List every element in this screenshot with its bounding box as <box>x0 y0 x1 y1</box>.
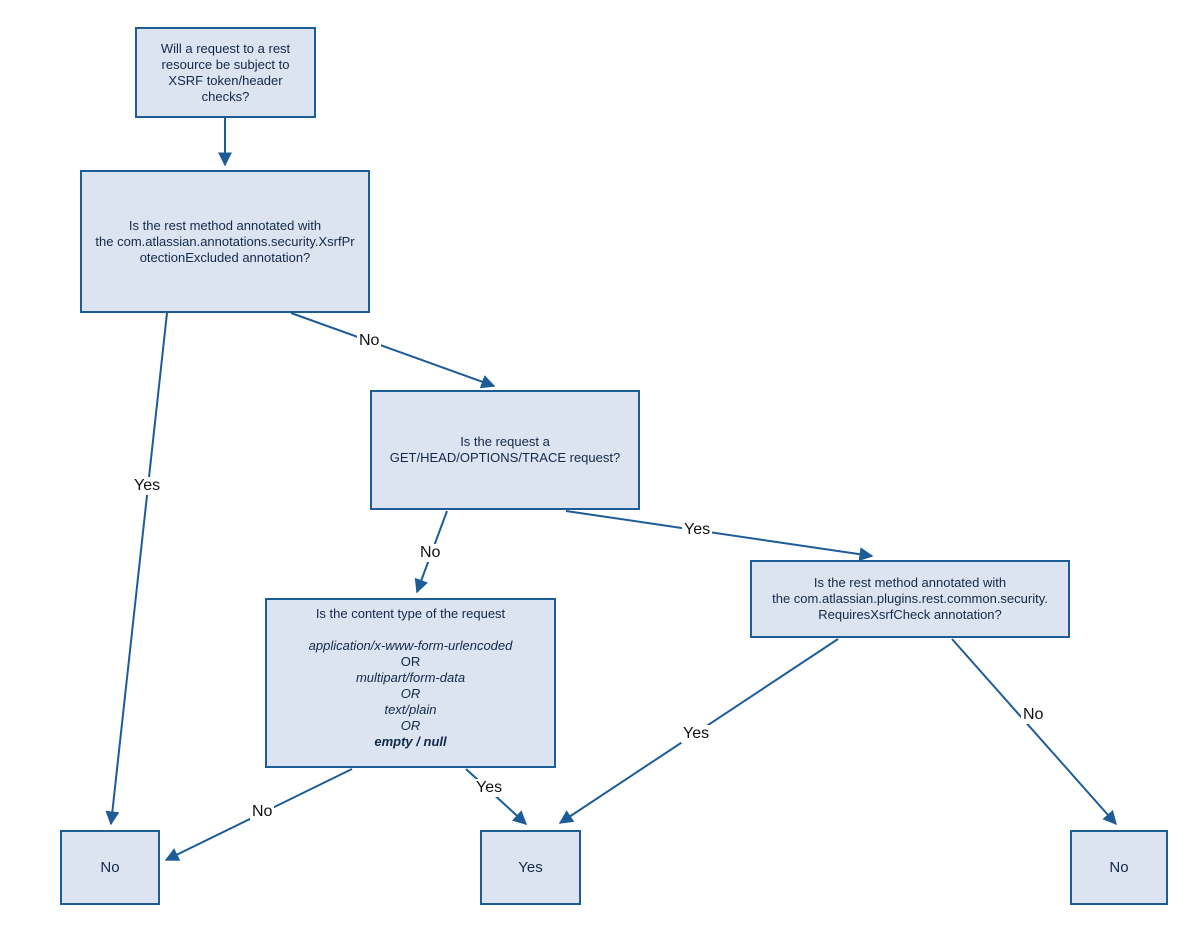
terminal-yes: Yes <box>480 830 581 905</box>
node-requires-xsrf-check-line: the com.atlassian.plugins.rest.common.se… <box>772 591 1048 606</box>
edge-label-excluded-no: No <box>357 332 382 350</box>
node-start-line: checks? <box>201 88 250 104</box>
content-type-option: empty / null <box>374 734 447 749</box>
edge-label-requires-no: No <box>1021 706 1046 724</box>
node-xsrf-protection-excluded-line: the com.atlassian.annotations.security.X… <box>95 233 355 249</box>
terminal-no-left: No <box>60 830 160 905</box>
node-requires-xsrf-check: Is the rest method annotated with the co… <box>750 560 1070 638</box>
content-type-or: OR <box>400 686 421 701</box>
node-request-method: Is the request a GET/HEAD/OPTIONS/TRACE … <box>370 390 640 510</box>
content-type-option: text/plain <box>384 702 437 717</box>
node-requires-xsrf-check-line: Is the rest method annotated with <box>813 575 1007 590</box>
node-xsrf-protection-excluded-line: otectionExcluded annotation? <box>139 249 311 265</box>
node-requires-xsrf-check-line: RequiresXsrfCheck annotation? <box>818 607 1002 622</box>
content-type-option: application/x-www-form-urlencoded <box>308 638 513 653</box>
edge-excluded-to-no-left <box>105 312 168 826</box>
terminal-no-left-label: No <box>100 858 120 876</box>
content-type-or: OR <box>400 718 421 733</box>
node-content-type-options: application/x-www-form-urlencoded OR mul… <box>309 638 513 750</box>
node-start-line: resource be subject to <box>161 56 290 72</box>
terminal-yes-label: Yes <box>518 858 543 876</box>
node-content-type: Is the content type of the request appli… <box>265 598 556 768</box>
node-xsrf-protection-excluded: Is the rest method annotated with the co… <box>80 170 370 313</box>
edge-label-method-no: No <box>418 544 443 562</box>
node-request-method-line: Is the request a <box>460 434 550 449</box>
node-xsrf-protection-excluded-line: Is the rest method annotated with <box>128 217 322 233</box>
node-start-line: XSRF token/header <box>168 72 283 88</box>
node-start-question: Will a request to a rest resource be sub… <box>135 27 316 118</box>
node-content-type-title: Is the content type of the request <box>315 606 506 621</box>
edge-excluded-to-method <box>290 312 496 389</box>
edge-label-requires-yes: Yes <box>681 725 712 743</box>
terminal-no-right-label: No <box>1109 858 1129 876</box>
node-start-line: Will a request to a rest <box>160 40 291 56</box>
content-type-option: multipart/form-data <box>355 670 466 685</box>
edge-label-content-no: No <box>250 803 275 821</box>
node-request-method-line: GET/HEAD/OPTIONS/TRACE request? <box>389 450 621 465</box>
edge-requires-to-no-right <box>951 638 1117 826</box>
terminal-no-right: No <box>1070 830 1168 905</box>
content-type-or: OR <box>400 654 421 669</box>
edge-label-excluded-yes: Yes <box>132 477 163 495</box>
edge-method-to-requires <box>565 510 874 562</box>
edge-label-method-yes: Yes <box>682 521 713 539</box>
edge-label-content-yes: Yes <box>474 779 505 797</box>
